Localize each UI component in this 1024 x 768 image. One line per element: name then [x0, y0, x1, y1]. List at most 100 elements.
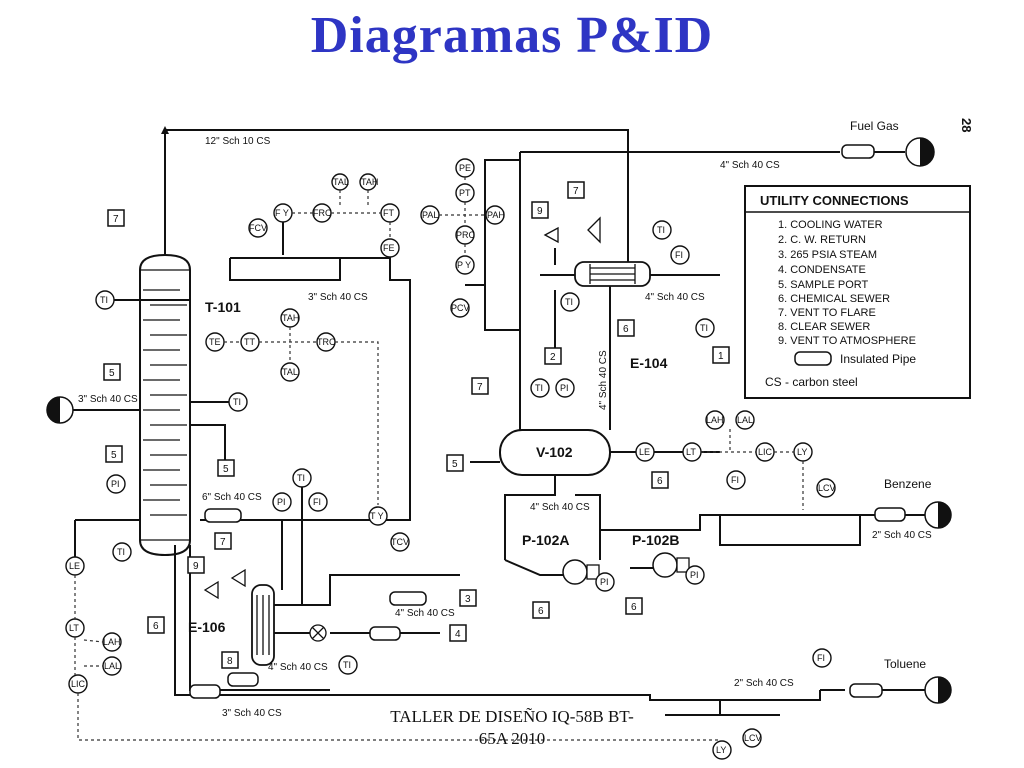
ti-bubble: TI: [297, 473, 305, 483]
footer-line-1: TALLER DE DISEÑO IQ-58B BT-: [390, 707, 634, 726]
column-t101: [139, 253, 191, 557]
fe-bubble: FE: [383, 243, 395, 253]
utility-tag-label: 2: [550, 352, 556, 363]
utility-tag-label: 5: [452, 459, 458, 470]
le-bubble: LE: [69, 561, 80, 571]
le-bubble: LE: [639, 447, 650, 457]
ty-bubble: T Y: [370, 511, 384, 521]
pi-bubble: PI: [600, 577, 609, 587]
pi-bubble: PI: [277, 497, 286, 507]
pipe-spec-condenser-vertical: 4" Sch 40 CS: [598, 350, 609, 410]
condenser-e104: [574, 261, 651, 287]
pi-bubble: PI: [111, 479, 120, 489]
pah-bubble: PAH: [487, 210, 505, 220]
fcv-bubble: FCV: [249, 223, 267, 233]
pipe-spec-top-vapor: 12" Sch 10 CS: [205, 136, 271, 147]
pi-bubble: PI: [560, 383, 569, 393]
insulated-pipe-condensate: [369, 626, 401, 641]
pi-bubble: PI: [690, 570, 699, 580]
vent-relief-icon: [543, 216, 601, 244]
utility-item: 8. CLEAR SEWER: [778, 321, 870, 333]
utility-tag-label: 4: [455, 629, 461, 640]
utility-tag: [567, 181, 585, 199]
utility-item: 5. SAMPLE PORT: [778, 279, 869, 291]
pipe-spec-column-side: 6" Sch 40 CS: [202, 492, 262, 503]
utility-tag: [446, 454, 464, 472]
utility-item: 3. 265 PSIA STEAM: [778, 249, 877, 261]
utility-tag-label: 7: [113, 214, 119, 225]
utility-tag: [712, 346, 730, 364]
utility-tag-label: 7: [220, 537, 226, 548]
insulated-pipe-toluene: [849, 683, 883, 698]
fi-bubble: FI: [731, 475, 739, 485]
utility-tag: [449, 624, 467, 642]
utility-tag-label: 9: [193, 561, 199, 572]
insulated-pipe-side: [204, 508, 242, 523]
reboiler-vent-icon: [203, 568, 246, 600]
utility-item: 9. VENT TO ATMOSPHERE: [778, 335, 916, 347]
column-label: T-101: [205, 299, 241, 315]
lcv-bubble: LCV: [818, 483, 836, 493]
pump-a-icon: [562, 559, 600, 585]
utility-tag: [544, 347, 562, 365]
fi-bubble: FI: [817, 653, 825, 663]
lt-bubble: LT: [69, 623, 79, 633]
utility-tag-label: 5: [223, 464, 229, 475]
ft-bubble: FT: [383, 208, 394, 218]
toluene-label: Toluene: [884, 657, 926, 671]
pump-a-label: P-102A: [522, 532, 569, 548]
utility-tag-label: 7: [477, 382, 483, 393]
utility-tag-label: 6: [538, 606, 544, 617]
utility-tag: [221, 651, 239, 669]
ly-bubble: LY: [797, 447, 807, 457]
pipe-spec-benzene: 2" Sch 40 CS: [872, 530, 932, 541]
reboiler-e106: [251, 584, 275, 666]
ti-bubble: TI: [535, 383, 543, 393]
slide-title: Diagramas P&ID: [310, 7, 714, 64]
ti-bubble: TI: [565, 297, 573, 307]
trc-bubble: TRC: [317, 337, 336, 347]
fi-bubble: FI: [313, 497, 321, 507]
te-bubble: TE: [209, 337, 221, 347]
lt-bubble: LT: [686, 447, 696, 457]
pipe-spec-pump-discharge: 4" Sch 40 CS: [530, 502, 590, 513]
reboiler-label: E-106: [188, 619, 226, 635]
pal-bubble: PAL: [422, 210, 438, 220]
pipe-spec-toluene: 2" Sch 40 CS: [734, 678, 794, 689]
utility-tag: [471, 377, 489, 395]
utility-tag: [187, 556, 205, 574]
condensate-trap-icon: [309, 624, 327, 642]
utility-heading: UTILITY CONNECTIONS: [760, 193, 909, 208]
ti-bubble: TI: [100, 295, 108, 305]
page-number: 28: [959, 118, 974, 132]
utility-tag: [103, 363, 121, 381]
ti-bubble: TI: [233, 397, 241, 407]
prc-bubble: PRC: [456, 230, 476, 240]
tcv-bubble: TCV: [391, 537, 409, 547]
utility-tag-label: 6: [153, 621, 159, 632]
benzene-terminal-icon: [924, 501, 952, 529]
utility-tag: [459, 589, 477, 607]
utility-tag: [105, 445, 123, 463]
utility-tag: [617, 319, 635, 337]
insulated-pipe-bottoms-1: [189, 684, 221, 699]
ti-bubble: TI: [343, 660, 351, 670]
slide-footer: TALLER DE DISEÑO IQ-58B BT- 65A 2010: [362, 706, 662, 750]
drum-label: V-102: [536, 444, 573, 460]
ti-bubble: TI: [117, 547, 125, 557]
lal-bubble: LAL: [104, 661, 120, 671]
pipe-spec-reflux: 3" Sch 40 CS: [308, 292, 368, 303]
tt-bubble: TT: [244, 337, 255, 347]
carbon-steel-legend: CS - carbon steel: [765, 375, 858, 389]
tal-bubble: TAL: [282, 367, 298, 377]
utility-item: 7. VENT TO FLARE: [778, 307, 876, 319]
insulated-pipe-bottoms-2: [227, 672, 259, 687]
fuel-gas-label: Fuel Gas: [850, 119, 899, 133]
utility-tag: [214, 532, 232, 550]
tal-bubble: TAL: [333, 177, 349, 187]
utility-tag-label: 1: [718, 351, 724, 362]
pe-bubble: PE: [459, 163, 471, 173]
lah-bubble: LAH: [103, 637, 121, 647]
utility-tag-label: 3: [465, 594, 471, 605]
